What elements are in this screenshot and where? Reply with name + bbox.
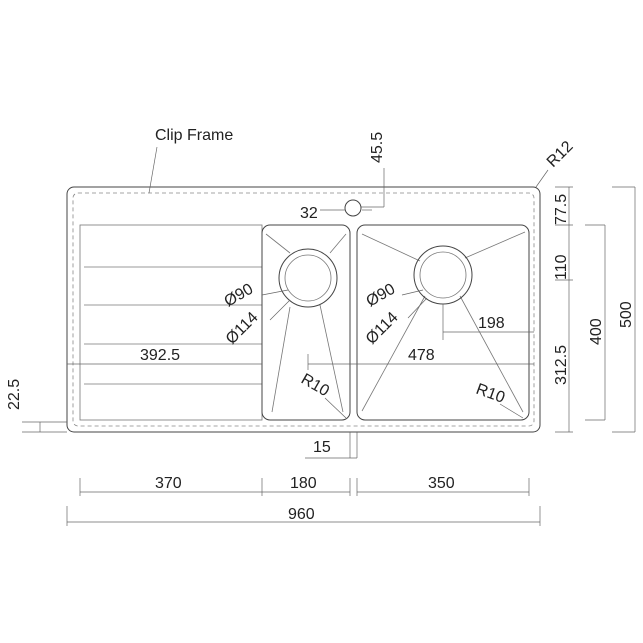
- dim-drain-offset: 198: [478, 315, 505, 332]
- clip-frame-outline: [72, 192, 535, 427]
- dim-width-180: 180: [290, 475, 317, 492]
- dim-bowl-span: 478: [408, 347, 435, 364]
- dim-radius-left: R10: [298, 371, 332, 400]
- dim-width-350: 350: [428, 475, 455, 492]
- dim-height-500: 500: [618, 301, 635, 328]
- drain-left-outer: [278, 248, 338, 308]
- dim-corner-radius: R12: [544, 138, 577, 171]
- dim-tap-offset: 45.5: [369, 132, 386, 163]
- dim-height-400: 400: [588, 318, 605, 345]
- dim-drain-right-d90: Ø90: [364, 281, 399, 311]
- dim-height-77: 77.5: [553, 194, 570, 225]
- dim-drainboard-length: 392.5: [140, 347, 180, 364]
- vertical-dimensions-right: [555, 186, 636, 433]
- bottom-dimensions: [66, 478, 541, 526]
- drain-right-inner: [419, 251, 467, 299]
- drainboard: [79, 224, 263, 421]
- dim-height-110: 110: [553, 254, 570, 280]
- clip-frame-label: Clip Frame: [155, 127, 233, 144]
- tap-hole: [344, 199, 362, 217]
- dim-height-left: 22.5: [6, 379, 23, 410]
- drain-right-outer: [413, 245, 473, 305]
- bowl-right: [356, 224, 530, 421]
- dim-width-370: 370: [155, 475, 182, 492]
- dim-drain-right-d114: Ø114: [363, 309, 402, 348]
- sink-outline: [66, 186, 541, 433]
- drain-left-inner: [284, 254, 332, 302]
- dim-drain-left-d90: Ø90: [222, 281, 257, 311]
- dim-gap: 15: [313, 439, 331, 456]
- dim-drain-left-d114: Ø114: [223, 309, 262, 348]
- dim-width-960: 960: [288, 506, 315, 523]
- bowl-left: [261, 224, 351, 421]
- dim-radius-right: R10: [474, 381, 507, 407]
- dim-height-312: 312.5: [553, 345, 570, 385]
- dim-tap-hole: 32: [300, 205, 318, 222]
